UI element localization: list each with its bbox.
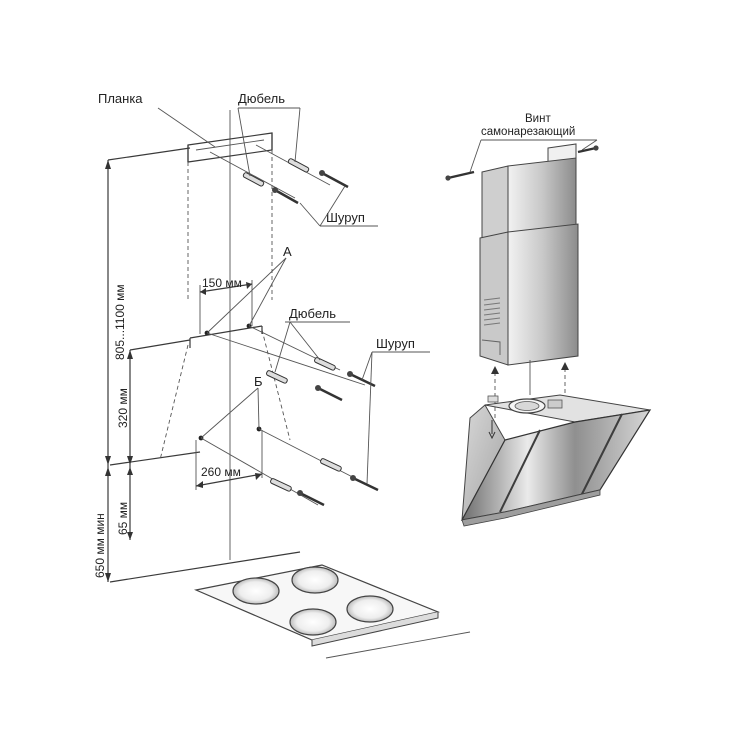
label-dubel-top: Дюбель	[238, 91, 285, 106]
dim-260: 260 мм	[201, 465, 241, 479]
chimney-outline	[187, 150, 273, 300]
self-tapping-screw-right	[577, 145, 599, 154]
label-shurup-top: Шуруп	[326, 210, 365, 225]
hood-body-outline	[159, 329, 291, 461]
chimney-lower-section	[479, 223, 579, 366]
burner-4	[346, 595, 394, 623]
label-point-a: А	[283, 244, 292, 259]
dim-65: 65 мм	[116, 502, 130, 535]
screw-top-2	[272, 187, 299, 205]
self-tapping-screw-left	[445, 170, 475, 181]
screw-low-2	[297, 490, 325, 507]
top-bracket-level-line	[107, 147, 191, 161]
label-dubel-mid: Дюбель	[289, 306, 336, 321]
dowel-top-2	[242, 172, 265, 187]
point-a-bracket	[189, 325, 263, 339]
dowel-top-1	[287, 158, 310, 173]
screw-top-1	[319, 170, 349, 189]
dim-650: 650 мм мин	[93, 513, 107, 578]
wall-mounting-drawing: Планка Дюбель Шуруп А Дюбель Шуруп Б 150…	[93, 91, 471, 659]
label-vint-line1: Винт	[525, 113, 551, 125]
dowel-low-1	[320, 458, 342, 472]
burner-1	[232, 577, 280, 605]
label-planka: Планка	[98, 91, 143, 106]
dowel-low-2	[270, 478, 292, 492]
hood-body	[460, 394, 652, 527]
point-b-level-line	[109, 451, 201, 466]
label-point-b: Б	[254, 374, 263, 389]
dowel-mid-2	[266, 370, 288, 384]
hob-level-line	[109, 551, 301, 583]
screw-mid-2	[315, 385, 343, 402]
dim-150: 150 мм	[202, 276, 242, 290]
dim-805: 805...1100 мм	[113, 284, 127, 360]
label-vint-line2: самонарезающий	[481, 126, 575, 138]
burner-3	[289, 608, 337, 636]
dim-320: 320 мм	[116, 388, 130, 428]
cooktop	[193, 564, 441, 647]
screw-low-1	[350, 475, 379, 492]
point-a-level-line	[129, 339, 191, 351]
label-shurup-mid: Шуруп	[376, 336, 415, 351]
hood-assembly-drawing: Винт самонарезающий	[445, 113, 652, 527]
burner-2	[291, 566, 339, 594]
dowel-mid-1	[314, 357, 336, 371]
